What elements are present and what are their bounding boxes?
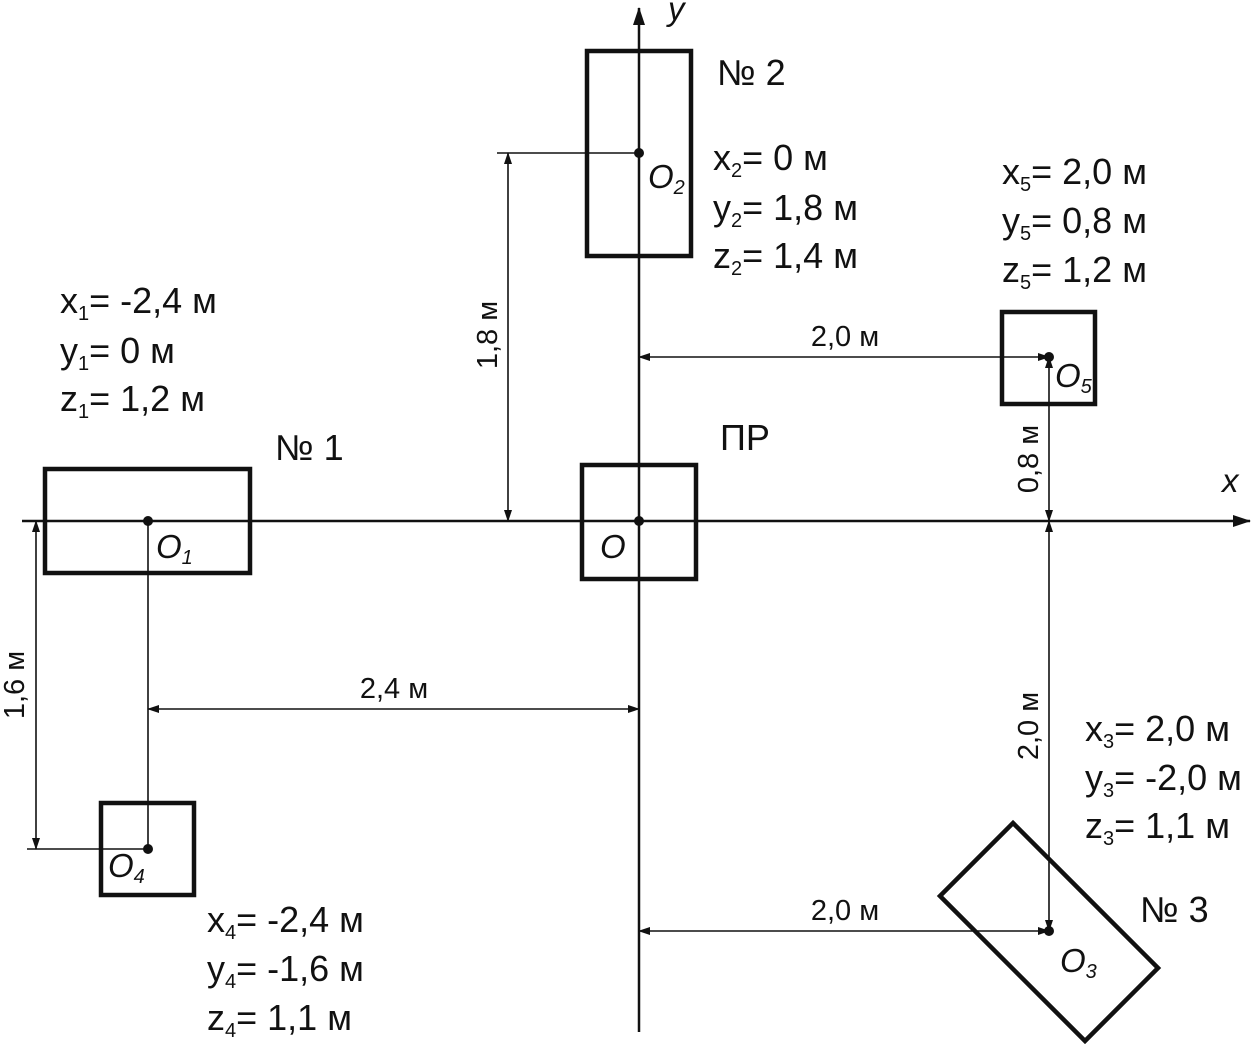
svg-text:2,0 м: 2,0 м [811,321,879,353]
object-1-coords: x1= -2,4 м y1= 0 м z1= 1,2 м [60,280,217,423]
object-4-coords: x4= -2,4 м y4= -1,6 м z4= 1,1 м [207,899,364,1042]
dimension-2-4: 2,4 м [147,521,640,849]
dimension-0-8: 0,8 м [1013,356,1053,522]
center-label: ПР [720,417,770,458]
x-axis-label: x [1220,462,1240,499]
svg-text:1,8 м: 1,8 м [472,301,504,369]
svg-text:2,0 м: 2,0 м [1013,692,1045,760]
svg-text:2,4 м: 2,4 м [360,673,428,705]
dimension-2-0-vertical: 2,0 м [1013,520,1053,932]
dimension-2-0-bottom: 2,0 м [638,895,1050,935]
svg-text:1,6 м: 1,6 м [0,651,31,719]
svg-text:y4= -1,6 м: y4= -1,6 м [207,948,364,993]
svg-text:y1= 0 м: y1= 0 м [60,330,175,375]
svg-text:2,0 м: 2,0 м [811,895,879,927]
svg-text:z2= 1,4 м: z2= 1,4 м [713,235,858,280]
center-box [579,462,699,582]
object-5-coords: x5= 2,0 м y5= 0,8 м z5= 1,2 м [1002,151,1147,294]
object-3-box [936,819,1162,1044]
svg-text:z5= 1,2 м: z5= 1,2 м [1002,249,1147,294]
svg-text:x2= 0 м: x2= 0 м [713,137,828,182]
object-3-number: № 3 [1140,889,1209,930]
svg-text:z3= 1,1 м: z3= 1,1 м [1085,805,1230,850]
svg-text:y3= -2,0 м: y3= -2,0 м [1085,757,1242,802]
svg-text:y5= 0,8 м: y5= 0,8 м [1002,200,1147,245]
dimension-1-6: 1,6 м [0,520,148,850]
svg-text:0,8 м: 0,8 м [1013,425,1045,493]
point-o3-label: O3 [1060,942,1097,983]
dimension-1-8: 1,8 м [472,152,639,522]
object-3-coords: x3= 2,0 м y3= -2,0 м z3= 1,1 м [1085,708,1242,850]
y-axis-label: y [666,0,687,27]
svg-text:z1= 1,2 м: z1= 1,2 м [60,378,205,423]
object-2-number: № 2 [717,52,786,93]
svg-text:z4= 1,1 м: z4= 1,1 м [207,997,352,1042]
svg-text:x4= -2,4 м: x4= -2,4 м [207,899,364,944]
dimension-2-0-top: 2,0 м [638,321,1050,361]
point-o4-label: O4 [108,847,145,888]
origin-label: O [600,528,626,565]
point-o5-label: O5 [1055,357,1093,398]
svg-text:x3= 2,0 м: x3= 2,0 м [1085,708,1230,753]
object-1-number: № 1 [275,427,344,468]
svg-text:x5= 2,0 м: x5= 2,0 м [1002,151,1147,196]
point-o1-label: O1 [156,528,193,569]
point-o2-label: O2 [648,158,685,199]
svg-text:y2= 1,8 м: y2= 1,8 м [713,187,858,232]
origin-point [634,516,644,526]
object-2-coords: x2= 0 м y2= 1,8 м z2= 1,4 м [713,137,858,280]
svg-text:x1= -2,4 м: x1= -2,4 м [60,280,217,325]
